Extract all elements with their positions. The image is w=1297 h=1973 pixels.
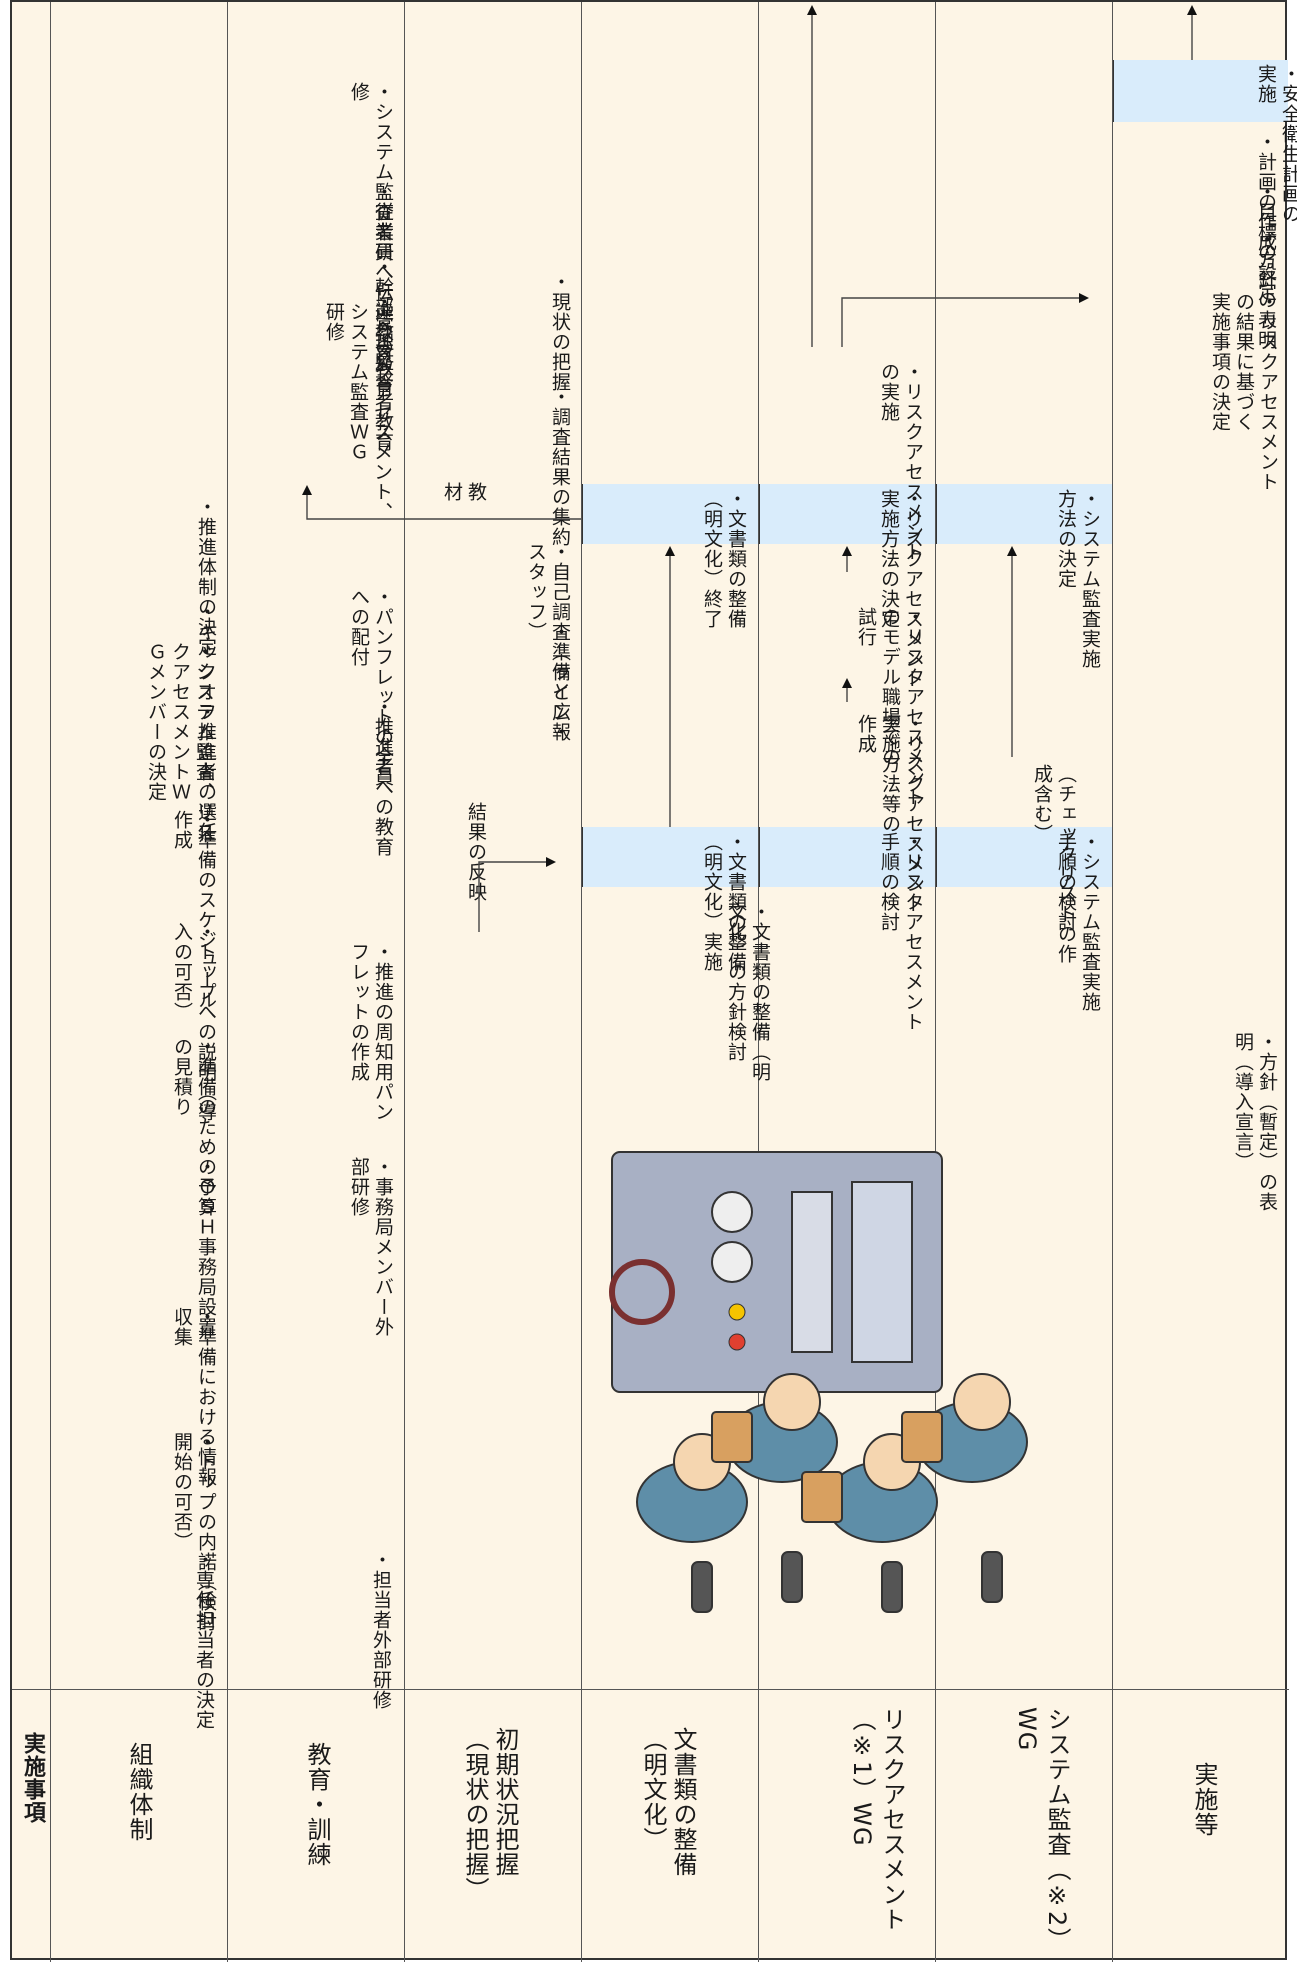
header-documentation: 文書類の整備 （明文化） bbox=[639, 1727, 697, 1877]
item-edu-9: ・システム監査者研 修 bbox=[348, 82, 394, 262]
item-edu-6: ・リスクアセスメント、 システム監査ＷＧ 研修 bbox=[323, 302, 393, 522]
item-doc-1: ・文書類の整備 （明文化）実施 bbox=[701, 832, 747, 972]
item-edu-1: ・事務局メンバー外 部研修 bbox=[348, 1157, 394, 1337]
item-impl-4: ・計画の作成 bbox=[1255, 132, 1277, 252]
header-organization: 組織体制 bbox=[125, 1742, 153, 1842]
item-audit-0: ・システム監査実施 手順の検討 bbox=[1055, 832, 1101, 1012]
item-edu-4: ・パンフレットの全員 への配付 bbox=[348, 587, 394, 787]
item-org-7: ・推進者の選任 bbox=[195, 702, 217, 842]
item-org-9: ・推進体制の決定 bbox=[195, 497, 217, 657]
column-divider bbox=[1112, 2, 1113, 1962]
highlight-ra-procedure bbox=[759, 827, 935, 887]
column-divider bbox=[935, 2, 936, 1962]
item-init-3: ・現状の把握 bbox=[549, 272, 571, 392]
item-org-5: ・トップへの説明（導 入の可否） bbox=[171, 922, 217, 1122]
column-divider bbox=[50, 2, 51, 1962]
header-implementation: 実施等 bbox=[1190, 1762, 1218, 1837]
item-doc-0: ・文書類の整備（明 文化）の方針検討 bbox=[725, 902, 771, 1082]
arrow-teaching-material bbox=[302, 485, 581, 520]
item-init-0: ・準備と広報 bbox=[549, 622, 571, 742]
item-edu-0: ・担当者外部研修 bbox=[370, 1550, 392, 1710]
item-org-2: ・準備における情報 収集 bbox=[171, 1307, 217, 1487]
highlight-audit-decision bbox=[936, 484, 1112, 544]
column-divider bbox=[581, 2, 582, 1962]
item-ra-0: ・リスクアセスメント 手順の検討 bbox=[878, 832, 924, 1032]
implementation-table: 実施事項 組織体制 教育・訓練 初期状況把握 （現状の把握） 文書類の整備 （明… bbox=[10, 0, 1297, 1962]
item-impl-0: ・方針（暫定）の表 明（導入宣言） bbox=[1232, 1032, 1278, 1212]
header-divider bbox=[12, 1689, 1289, 1690]
highlight-docs-complete bbox=[582, 484, 758, 544]
item-impl-1: ・リスクアセスメント の結果に基づく 実施事項の決定 bbox=[1209, 292, 1279, 492]
item-audit-2: ・システム監査実施 方法の決定 bbox=[1055, 489, 1101, 669]
highlight-ra-decision bbox=[759, 484, 935, 544]
column-divider bbox=[758, 2, 759, 1962]
item-org-1: ・トップの内諾（検討 開始の可否） bbox=[171, 1432, 217, 1632]
item-impl-3: ・目標の設定 bbox=[1255, 182, 1277, 302]
item-org-8: ・キックオフ bbox=[195, 602, 217, 722]
highlight-docs-implement bbox=[582, 827, 758, 887]
item-edu-2: ・推進の周知用パン フレットの作成 bbox=[348, 942, 394, 1122]
item-org-4: ・準備のための予算 の見積り bbox=[171, 1037, 217, 1217]
item-ra-2: ・リスクアセスメント のモデル職場での 試行 bbox=[855, 607, 925, 807]
highlight-plan-execution bbox=[1113, 60, 1288, 122]
column-divider bbox=[227, 2, 228, 1962]
item-edu-5: ・幹部への教育 bbox=[372, 257, 394, 397]
item-ra-4: ・リスクアセスメント の実施 bbox=[878, 362, 924, 562]
item-org-0: ・専任担当者の決定 bbox=[193, 1550, 215, 1730]
arrow-result-reflection bbox=[478, 857, 556, 932]
item-org-6: ・準備のスケジュール 作成 bbox=[171, 810, 217, 1010]
item-org-10: ・システム監査、リス クアセスメントＷ Ｇメンバーの決定 bbox=[145, 642, 215, 842]
item-ra-1: ・リスクアセスメント 実施方法等の 作成 bbox=[855, 714, 925, 914]
workers-illustration bbox=[609, 1151, 1028, 1613]
item-doc-2: ・文書類の整備 （明文化）終了 bbox=[701, 489, 747, 629]
highlight-audit-procedure bbox=[936, 827, 1112, 887]
column-divider bbox=[404, 2, 405, 1962]
header-system-audit-wg: システム監査（※2）WG bbox=[1013, 1707, 1071, 1953]
item-edu-7: ・管理監督者教育 bbox=[372, 292, 394, 452]
arrow-ra-to-plan bbox=[841, 293, 1089, 347]
item-init-1: ・自己調査（ライン・ スタッフ） bbox=[525, 542, 571, 742]
header-education: 教育・訓練 bbox=[303, 1742, 331, 1867]
item-audit-1: （チェックリストの作 成含む） bbox=[1031, 764, 1077, 964]
flow-arrows bbox=[302, 5, 1197, 932]
item-edu-8: ・従業員へ伝達教育 bbox=[372, 182, 394, 362]
item-impl-5: ・安全衛生計画の 実施 bbox=[1255, 64, 1297, 224]
item-ra-3: ・リスクアセスメント 実施方法の決定 bbox=[878, 489, 924, 689]
label-teaching-material: 教 材 bbox=[441, 482, 487, 502]
item-org-3: ・ＯＳＨ事務局設置 bbox=[195, 1157, 217, 1337]
header-initial-status: 初期状況把握 （現状の把握） bbox=[461, 1727, 519, 1902]
header-risk-assessment-wg: リスクアセスメント（※1）WG bbox=[848, 1707, 906, 1932]
item-init-2: ・調査結果の集約 bbox=[549, 387, 571, 547]
header-implementation-items: 実施事項 bbox=[20, 1732, 45, 1824]
item-edu-3: ・推進者への教育 bbox=[372, 697, 394, 857]
label-result-reflection: 結果の反映 bbox=[465, 802, 487, 902]
item-impl-2: ・方針の表明 bbox=[1255, 230, 1277, 350]
